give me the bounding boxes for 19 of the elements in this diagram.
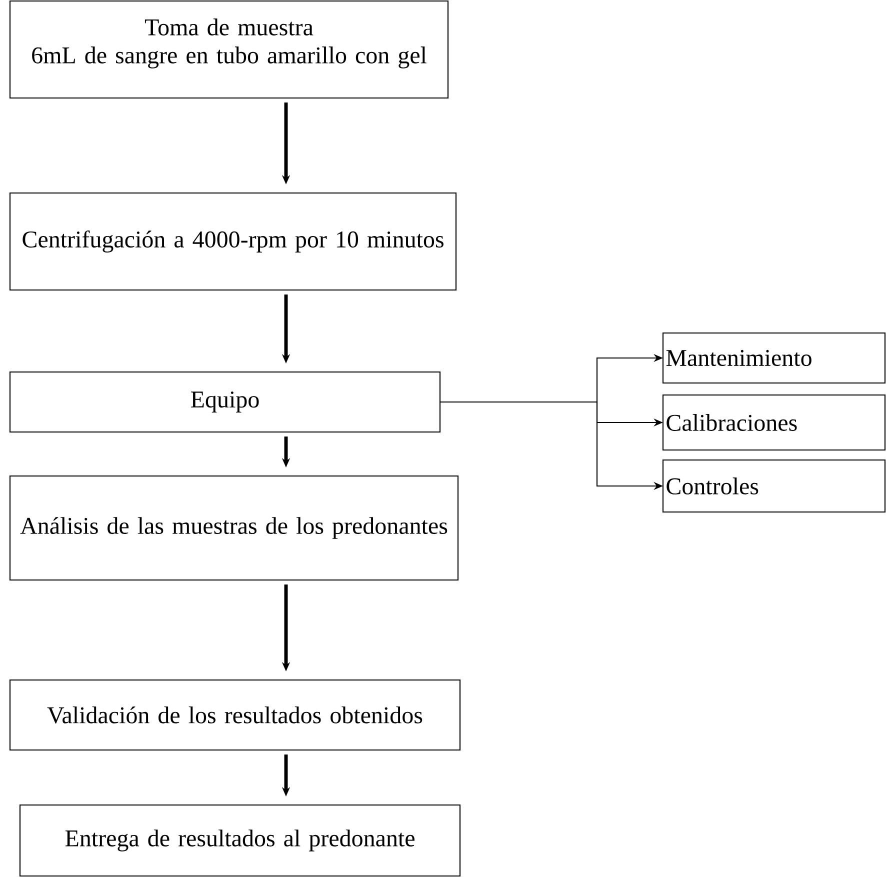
process-box bbox=[9, 0, 449, 99]
process-box bbox=[9, 475, 459, 581]
process-box bbox=[19, 804, 461, 877]
node-label: Equipo bbox=[191, 391, 259, 412]
side-box bbox=[662, 332, 886, 384]
node-label: Controles bbox=[666, 478, 758, 494]
node-label: Mantenimiento bbox=[666, 350, 812, 366]
node-label: Centrifugación a 4000-rpm por 10 minutos bbox=[22, 230, 444, 253]
node-label: Validación de los resultados obtenidos bbox=[47, 706, 422, 724]
process-box bbox=[9, 192, 457, 291]
node-label: Análisis de las muestras de los predonantes bbox=[20, 517, 448, 539]
side-box bbox=[662, 394, 886, 451]
process-box bbox=[9, 679, 461, 751]
node-label: Calibraciones bbox=[666, 414, 797, 431]
node-label: Entrega de resultados al predonante bbox=[65, 830, 414, 852]
side-box bbox=[662, 459, 886, 513]
node-label: 6mL de sangre en tubo amarillo con gel bbox=[32, 46, 427, 68]
process-box bbox=[9, 371, 441, 433]
node-label: Toma de muestra bbox=[144, 18, 314, 36]
